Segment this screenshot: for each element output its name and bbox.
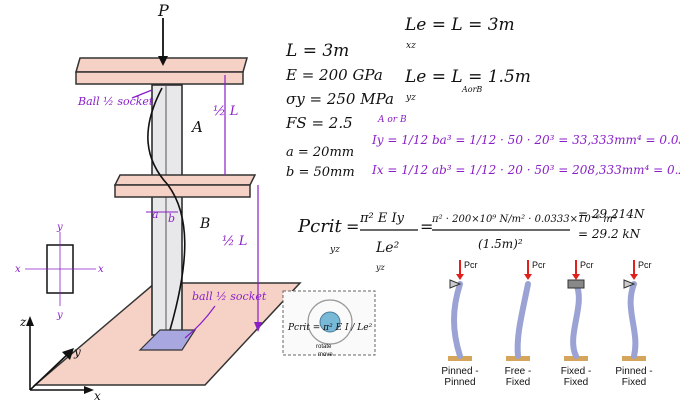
le-xz-sub: xz	[406, 41, 416, 51]
pin-support	[449, 279, 462, 289]
column-shape	[514, 281, 531, 359]
axis-x-label: x	[94, 389, 101, 403]
mid-plate	[113, 174, 257, 186]
given-L: L = 3m	[285, 41, 349, 61]
coordinate-axes: z y x	[19, 315, 101, 403]
cross-section: y y x x	[15, 222, 104, 321]
inset-move: move	[318, 352, 333, 358]
load-arrow-head	[572, 274, 580, 280]
case-label: Free -	[505, 366, 532, 377]
case-label: Fixed	[564, 377, 588, 388]
eq-sign-2: =	[420, 217, 433, 236]
load-label: Pcr	[638, 260, 652, 270]
le-yz-L-sub: AorB	[461, 85, 482, 94]
half-L-top: ½ L	[213, 104, 238, 119]
load-label: Pcr	[580, 260, 594, 270]
inertia-Ix: Ix = 1/12 ab³ = 1/12 · 20 · 50³ = 208,33…	[371, 163, 680, 177]
load-label: Pcr	[532, 260, 546, 270]
cs-y-top: y	[56, 222, 63, 233]
column-shape	[570, 281, 582, 359]
eq-sign: =	[346, 217, 359, 236]
le-yz: Le = L = 1.5m	[404, 67, 531, 87]
pcrit-lhs: Pcrit	[297, 216, 343, 237]
inertia-label: A or B	[377, 115, 407, 125]
column-body	[151, 84, 183, 336]
segment-b-label: B	[199, 216, 210, 232]
load-arrow-head	[456, 274, 464, 280]
fixed-support	[567, 279, 585, 289]
le-yz-sub: yz	[405, 93, 416, 103]
case-label: Pinned -	[441, 366, 478, 377]
given-FS: FS = 2.5	[285, 114, 353, 132]
formula-inset[interactable]: Pcrit = π² E I / Le² rotate move	[282, 290, 376, 358]
half-L-bottom: ½ L	[222, 234, 247, 249]
column-shape	[627, 281, 639, 359]
pcrit-lhs-sub: yz	[329, 245, 340, 255]
axis-z-label: z	[19, 315, 27, 329]
ball-socket-bottom-label: ball ½ socket	[192, 290, 267, 303]
ball-socket-top-label: Ball ½ socket	[77, 95, 154, 108]
buckled-shape	[147, 87, 186, 331]
inertia: A or B Iy = 1/12 ba³ = 1/12 · 50 · 20³ =…	[371, 115, 680, 177]
case-label: Fixed -	[561, 366, 592, 377]
case-label: Pinned -	[615, 366, 652, 377]
dim-b: b	[168, 212, 175, 225]
case-label: Pinned	[444, 377, 475, 388]
given-sigma: σy = 250 MPa	[286, 90, 394, 108]
le-xz: Le = L = 3m	[404, 15, 515, 35]
load-label: Pcr	[464, 260, 478, 270]
case-label: Fixed	[506, 377, 530, 388]
pcrit-result1: = 29,214N	[578, 207, 645, 221]
pcrit-sub-den: (1.5m)²	[478, 237, 523, 251]
pcrit-result2: = 29.2 kN	[578, 227, 641, 241]
segment-a-label: A	[190, 118, 203, 136]
effective-lengths: Le = L = 3m xz Le = L = 1.5m yz AorB	[404, 15, 531, 103]
givens: L = 3m E = 200 GPa σy = 250 MPa FS = 2.5…	[285, 41, 394, 180]
column-sketch: P Ball ½ socket ½ L ½ L ball ½ socket a …	[32, 1, 302, 386]
pcrit-sub-num: π² · 200×10⁹ N/m² · 0.0333×10⁻⁶ m⁴	[431, 214, 617, 225]
inset-formula: Pcrit = π² E I / Le²	[287, 323, 373, 333]
inset-rotate: rotate	[316, 344, 332, 350]
pin-support	[623, 279, 636, 289]
cs-y-bottom: y	[56, 310, 63, 321]
inertia-Iy: Iy = 1/12 ba³ = 1/12 · 50 · 20³ = 33,333…	[371, 133, 680, 147]
given-E: E = 200 GPa	[285, 66, 383, 84]
column-shape	[451, 281, 463, 359]
pcrit-den-sub: yz	[375, 263, 386, 272]
case-label: Fixed	[622, 377, 646, 388]
load-label: P	[157, 1, 169, 20]
axis-y-label: y	[73, 345, 81, 359]
load-arrow-head	[524, 274, 532, 280]
pcrit-den: Le²	[375, 240, 400, 256]
pcrit-num: π² E Iy	[359, 211, 405, 226]
pcrit-equation: Pcrit yz = π² E Iy Le² yz = π² · 200×10⁹…	[297, 207, 645, 272]
cs-x-right: x	[98, 264, 104, 275]
given-a: a = 20mm	[286, 145, 354, 160]
cs-x-left: x	[15, 264, 21, 275]
load-arrow-head	[630, 274, 638, 280]
given-b: b = 50mm	[286, 165, 355, 180]
dim-a: a	[152, 208, 159, 221]
